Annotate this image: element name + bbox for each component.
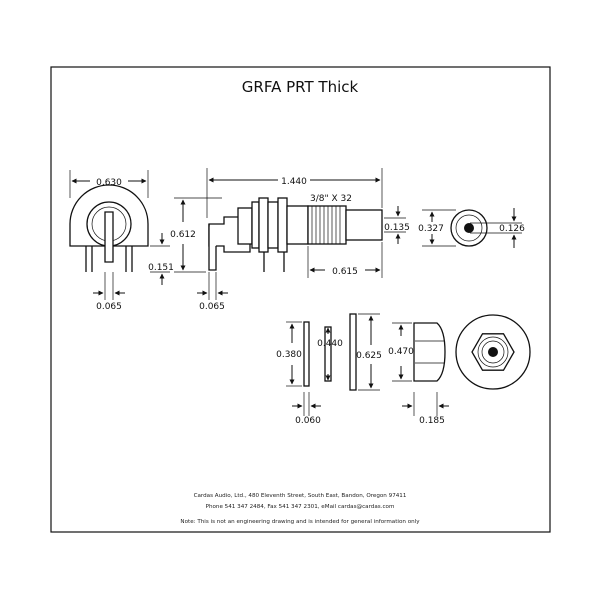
dim-label-1440: 1.440 — [281, 177, 307, 187]
dim-nut-470: 0.470 — [388, 322, 414, 382]
dim-washer-thickness: 0.060 — [292, 392, 321, 426]
dim-label-0380: 0.380 — [276, 350, 302, 360]
dim-washer-625: 0.625 — [356, 313, 382, 391]
footer-note: Note: This is not an engineering drawing… — [180, 519, 420, 525]
side-view — [208, 197, 383, 272]
dim-pin-width-side: 0.065 — [197, 272, 228, 312]
dim-body-width: 0.630 — [69, 170, 149, 198]
dim-label-0615: 0.615 — [332, 267, 358, 277]
dim-label-0440: 0.440 — [317, 339, 343, 349]
dim-body-height: 0.612 — [170, 197, 222, 273]
dim-label-0060: 0.060 — [295, 416, 321, 426]
dim-label-0135: 0.135 — [384, 223, 410, 233]
dim-label-0630: 0.630 — [96, 178, 122, 188]
dim-inner-135: 0.135 — [384, 206, 410, 244]
dim-overall-length: 1.440 — [206, 168, 383, 218]
footer-address: Cardas Audio, Ltd., 480 Eleventh Street,… — [194, 493, 407, 499]
dim-outer-327: 0.327 — [418, 209, 456, 247]
dim-label-0327: 0.327 — [418, 224, 444, 234]
dim-pin-height: 0.151 — [148, 233, 174, 285]
footer-contact: Phone 541 347 2484, Fax 541 347 2301, eM… — [206, 504, 395, 510]
thread-spec-label: 3/8" X 32 — [310, 194, 352, 204]
dim-label-0126: 0.126 — [499, 224, 525, 234]
washers — [303, 313, 357, 391]
dim-label-0065-side: 0.065 — [199, 302, 225, 312]
dim-label-0612: 0.612 — [170, 230, 196, 240]
end-view — [450, 209, 488, 247]
dim-thread-length: 0.615 — [307, 242, 383, 278]
dim-label-0470: 0.470 — [388, 347, 414, 357]
drawing-border — [50, 66, 551, 533]
dim-label-0151: 0.151 — [148, 263, 174, 273]
front-view — [69, 184, 149, 272]
dim-washer-440: 0.440 — [317, 327, 343, 381]
dim-label-0065-front: 0.065 — [96, 302, 122, 312]
nut-front-view — [455, 314, 531, 390]
dim-label-0625: 0.625 — [356, 351, 382, 361]
dim-washer-380: 0.380 — [276, 321, 302, 387]
dim-pin-width-front: 0.065 — [93, 272, 125, 312]
nut-side-view — [413, 322, 446, 382]
dim-pin-126: 0.126 — [470, 208, 525, 248]
dim-label-0185: 0.185 — [419, 416, 445, 426]
drawing-title: GRFA PRT Thick — [242, 78, 359, 96]
dim-nut-thickness: 0.185 — [402, 392, 449, 426]
